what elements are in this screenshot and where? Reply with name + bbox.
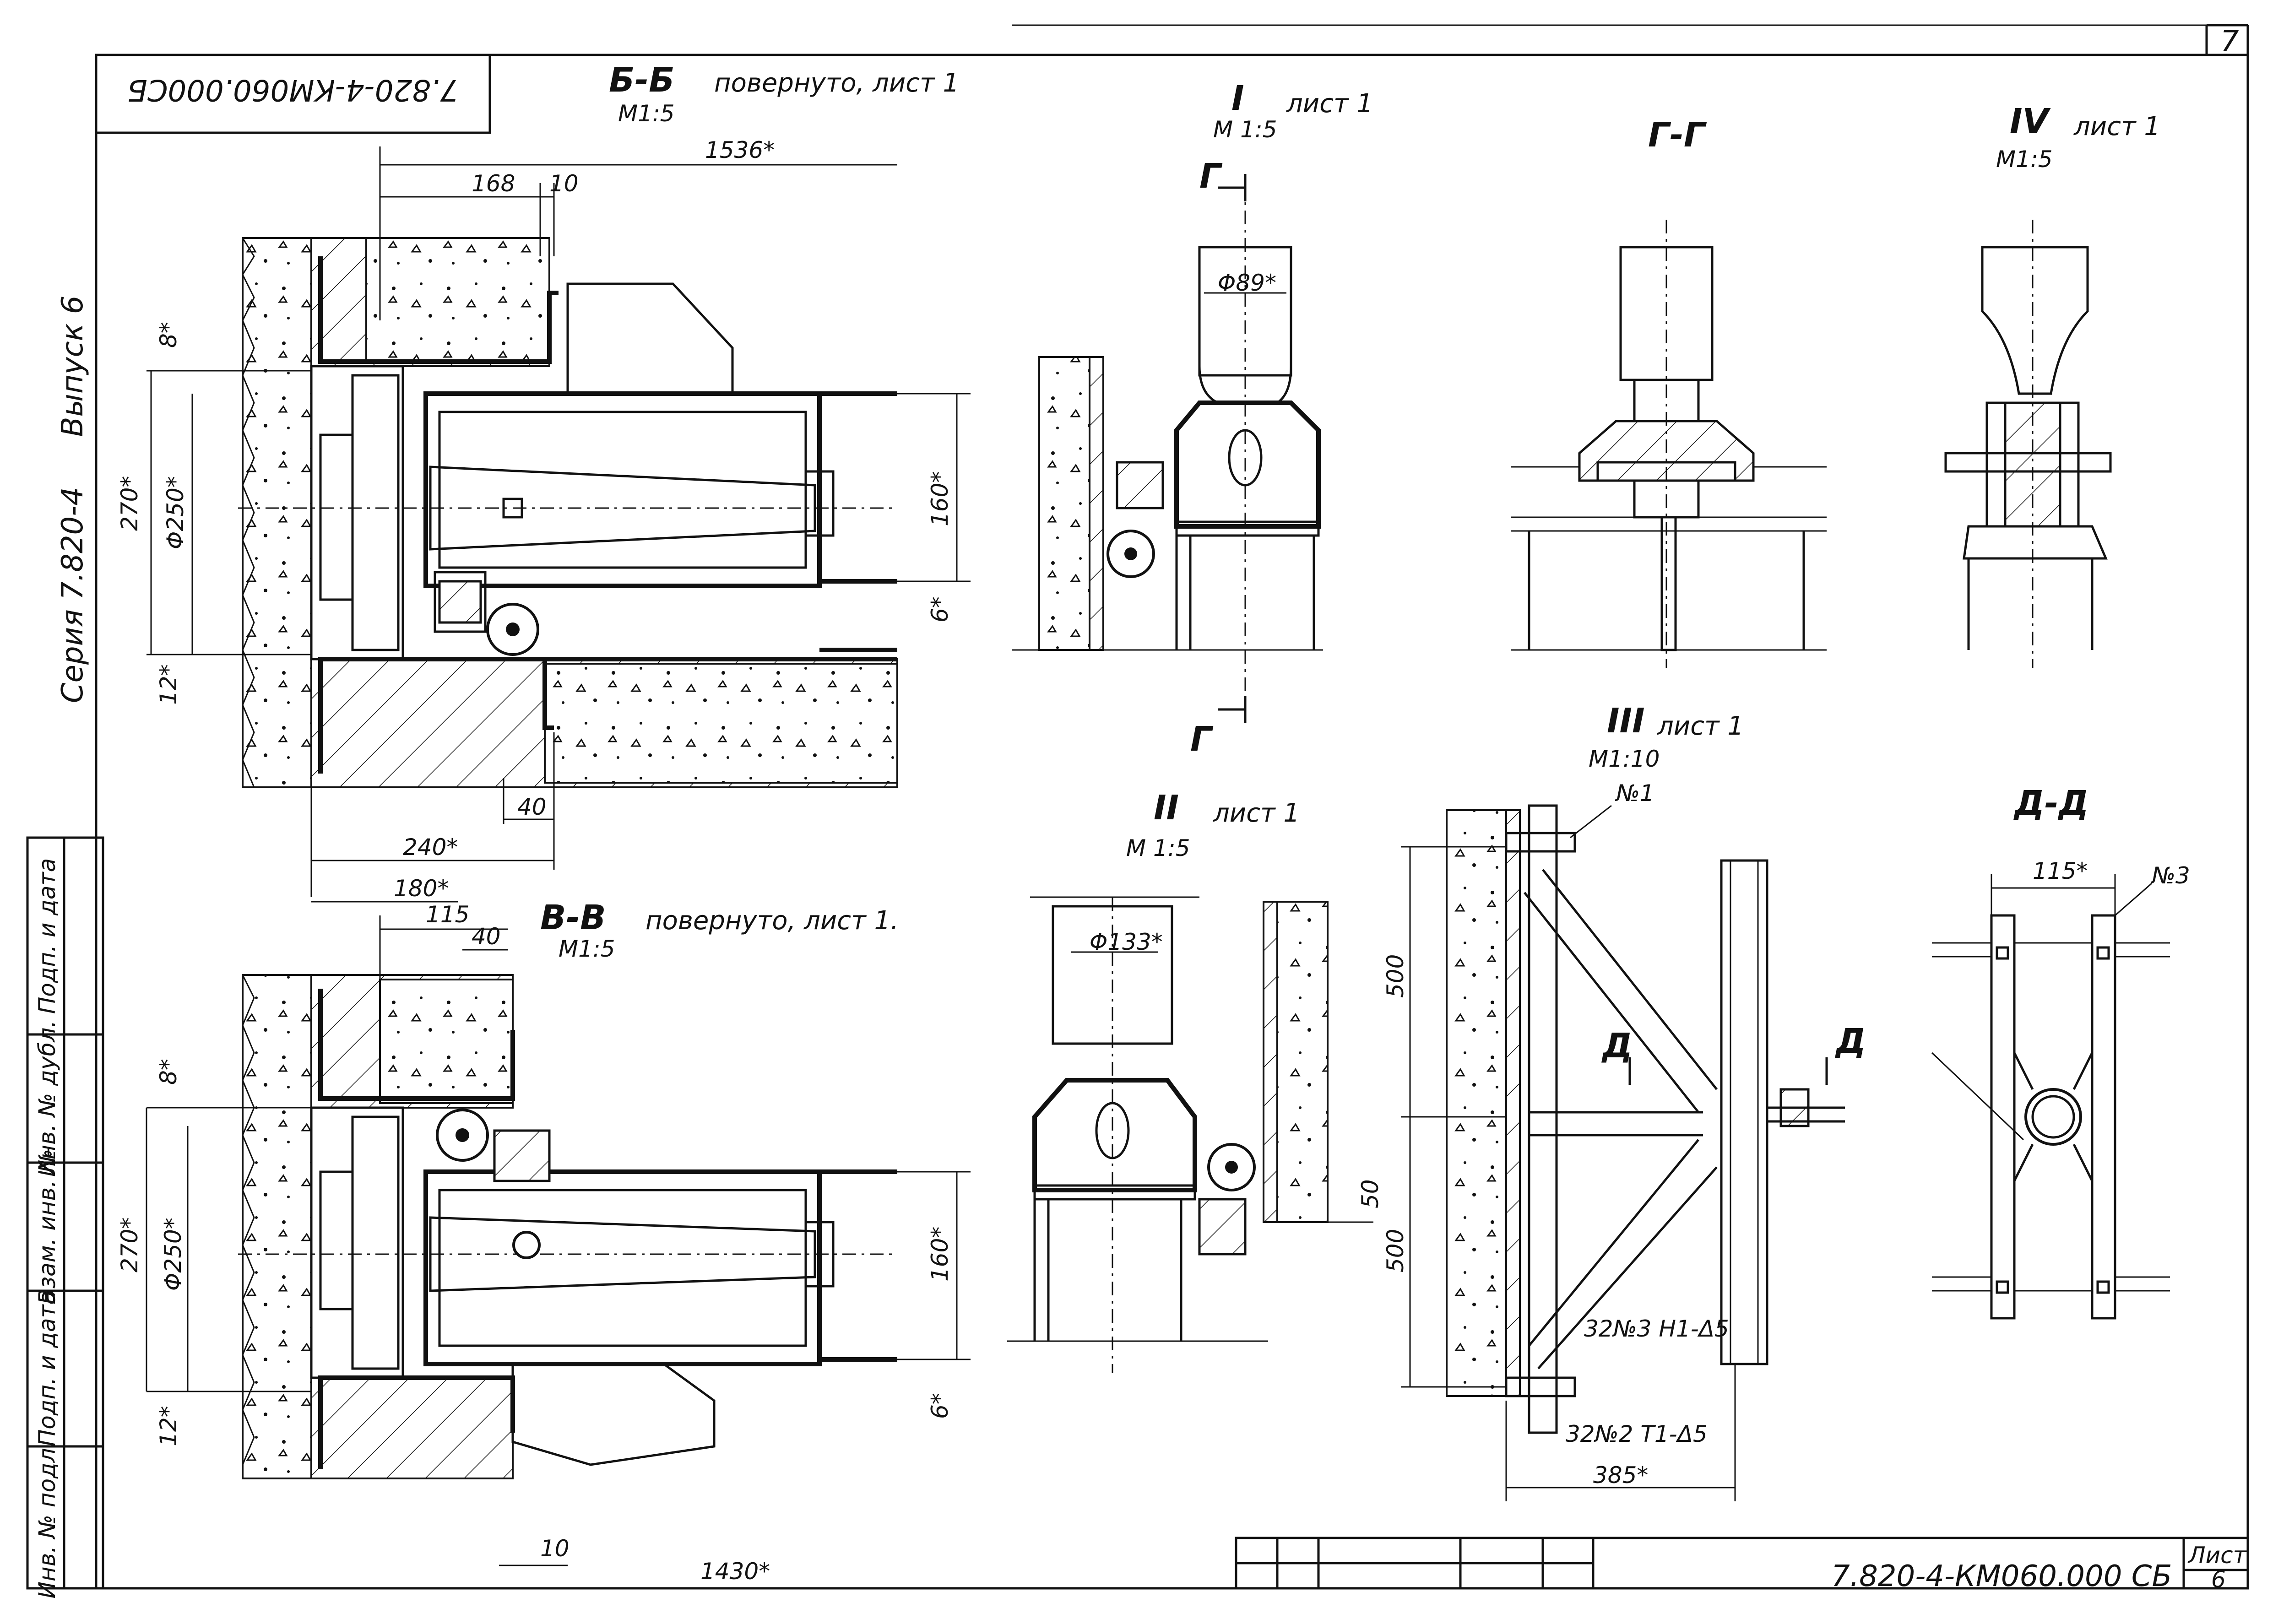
vv-note: повернуто, лист 1.: [645, 906, 899, 936]
bb-dim-1536: 1536*: [705, 137, 775, 163]
bb-dim-160: 160*: [927, 471, 953, 526]
v2-scale: М 1:5: [1126, 835, 1190, 861]
bb-dim-40: 40: [517, 794, 547, 820]
v3-title: III: [1607, 701, 1645, 741]
view-2: [1007, 896, 1373, 1373]
vv-dim-250: Φ250*: [160, 1218, 186, 1291]
v1-marker-g-top: Г: [1199, 157, 1223, 196]
v4-title: IV: [2010, 102, 2051, 141]
v3-dim-500a: 500: [1382, 954, 1409, 998]
v2-dim-50: 50: [1357, 1179, 1383, 1208]
code-rotated: 7.820-4-КМ060.000СБ: [127, 73, 459, 107]
title-block: [1235, 1537, 2249, 1590]
vv-dim-12: 12*: [155, 1406, 182, 1446]
bb-dim-240: 240*: [403, 834, 458, 861]
side-stamp: [26, 836, 104, 1590]
v1-marker-g-bottom: Г: [1190, 720, 1214, 759]
issue-label: Выпуск 6: [56, 295, 90, 437]
v3-marker-d-left: Д: [1601, 1026, 1633, 1066]
v1-note: лист 1: [1286, 89, 1373, 119]
bb-dim-6: 6*: [927, 596, 953, 623]
bb-title: Б-Б: [609, 60, 675, 100]
series-label: Серия 7.820-4: [56, 487, 90, 703]
vv-dim-6: 6*: [927, 1393, 953, 1419]
view-dd: [1931, 874, 2170, 1320]
stamp-cell-2: Подп. и дата: [34, 1291, 60, 1447]
bb-note: повернуто, лист 1: [714, 68, 959, 98]
vv-dim-115: 115: [426, 901, 469, 928]
v1-scale: М 1:5: [1213, 116, 1277, 143]
view-3: [1401, 804, 1845, 1501]
v3-marker-d-right: Д: [1835, 1022, 1866, 1061]
bb-dim-12: 12*: [155, 664, 182, 705]
bb-dim-10: 10: [549, 170, 579, 197]
bb-dim-180: 180*: [394, 875, 449, 902]
vv-dim-40: 40: [472, 923, 501, 950]
v4-scale: М1:5: [1996, 146, 2053, 173]
v1-dim-89: Φ89*: [1218, 270, 1276, 296]
list-value: 6: [2211, 1566, 2226, 1593]
v4-note: лист 1: [2073, 112, 2160, 141]
view-gg: [1511, 220, 1827, 668]
v1-title: I: [1231, 79, 1244, 118]
sheet-number: 7: [2220, 25, 2239, 59]
v3-scale: М1:10: [1589, 746, 1660, 772]
sheet-frame: [95, 24, 2249, 1590]
code-bottom: 7.820-4-КМ060.000 СБ: [1831, 1559, 2172, 1593]
vv-dim-270: 270*: [116, 1218, 143, 1272]
stamp-cell-1: Инв. № подл.: [34, 1441, 60, 1599]
v3-part-n1: №1: [1615, 780, 1654, 807]
dd-part-n3: №3: [2150, 862, 2190, 889]
stamp-cell-3: Взам. инв. №: [34, 1149, 60, 1304]
vv-title: В-В: [540, 898, 606, 937]
list-label: Лист: [2187, 1542, 2247, 1569]
bb-scale: М1:5: [618, 100, 675, 127]
v3-dim-500b: 500: [1382, 1229, 1409, 1272]
v3-weld-2: 32№2 Т1-Δ5: [1566, 1421, 1708, 1447]
bb-dim-168: 168: [472, 170, 515, 197]
gg-title: Г-Г: [1648, 115, 1707, 155]
dd-dim-115: 115*: [2033, 858, 2088, 884]
bb-dim-250: Φ250*: [162, 476, 189, 549]
v3-weld-1: 32№3 Н1-Δ5: [1584, 1315, 1729, 1342]
view-4: [1944, 220, 2112, 668]
vv-dim-8: 8*: [155, 1059, 182, 1085]
view-1: [1012, 174, 1323, 723]
bb-dim-8: 8*: [155, 322, 182, 348]
v3-dim-385: 385*: [1593, 1462, 1648, 1489]
dd-title: Д-Д: [2013, 784, 2089, 823]
vv-dim-10: 10: [540, 1535, 570, 1562]
v2-dim-133: Φ133*: [1090, 929, 1163, 955]
vv-dim-160: 160*: [927, 1227, 953, 1282]
v2-note: лист 1: [1213, 798, 1300, 828]
vv-dim-1430: 1430*: [700, 1558, 770, 1585]
view-bb: [146, 146, 971, 903]
stamp-cell-5: Подп. и дата: [34, 858, 60, 1014]
v2-title: II: [1154, 788, 1179, 828]
v3-note: лист 1: [1657, 711, 1744, 741]
bb-dim-270: 270*: [116, 476, 143, 531]
stamp-cell-4: Инв. № дубл.: [34, 1020, 60, 1177]
vv-scale: М1:5: [559, 936, 615, 962]
view-vv: [146, 915, 971, 1566]
